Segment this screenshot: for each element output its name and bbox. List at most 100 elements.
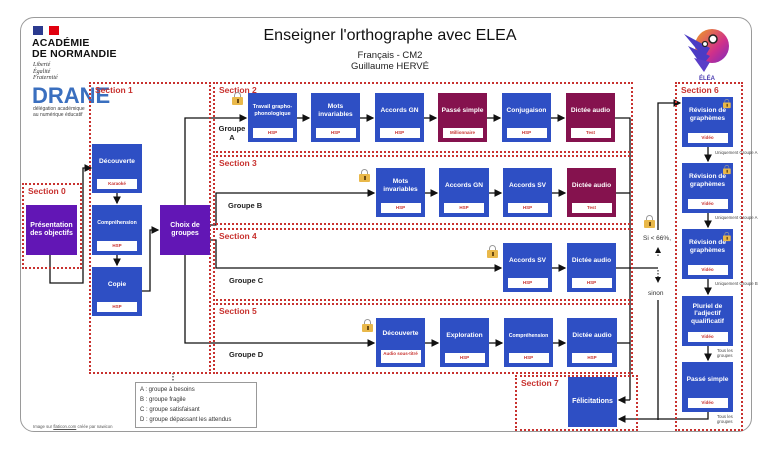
section-2: Section 2	[213, 82, 633, 153]
node-choix-de-groupes[interactable]: Choix de groupes	[160, 205, 210, 255]
node-passe-simple-eval[interactable]: Passé simple Millionnaire	[438, 93, 487, 142]
node-tag: HSP	[506, 128, 547, 138]
drane-subtitle-line-2: au numérique éducatif	[33, 112, 83, 118]
node-title: Dictée audio	[572, 331, 612, 339]
lock-icon	[644, 215, 655, 228]
node-tag: Vidéo	[687, 133, 728, 143]
node-comprehension-d[interactable]: Compréhension HSP	[504, 318, 553, 367]
node-tag: Millionnaire	[442, 128, 483, 138]
node-title: Accords GN	[444, 181, 484, 189]
node-title: Félicitations	[572, 398, 613, 405]
section-5-label: Section 5	[219, 306, 257, 316]
node-presentation-objectifs[interactable]: Présentation des objectifs	[26, 205, 77, 255]
node-conjugaison[interactable]: Conjugaison HSP	[502, 93, 551, 142]
section-6-label: Section 6	[681, 85, 719, 95]
lock-icon	[362, 319, 373, 332]
node-tag: Test	[570, 128, 611, 138]
node-tag: HSP	[444, 353, 485, 363]
node-dictee-audio-a[interactable]: Dictée audio Test	[566, 93, 615, 142]
academie-line-1: ACADÉMIE	[32, 37, 90, 49]
node-title: Présentation des objectifs	[30, 222, 73, 237]
group-d-label: Groupe D	[229, 350, 264, 359]
node-copie[interactable]: Copie HSP	[92, 267, 142, 316]
lock-icon	[723, 165, 731, 175]
node-tag: Vidéo	[687, 332, 728, 342]
node-decouverte[interactable]: Découverte Karaoké	[92, 144, 142, 193]
elea-logo-text: ÉLÉA	[698, 76, 715, 82]
author-name: Guillaume HERVÉ	[351, 61, 429, 72]
section-1-label: Section 1	[95, 85, 133, 95]
diagram-card	[20, 17, 752, 432]
group-legend: A : groupe à besoins B : groupe fragile …	[135, 382, 257, 428]
lock-icon	[232, 92, 243, 105]
section-7: Section 7	[515, 375, 638, 431]
section-7-label: Section 7	[521, 378, 559, 388]
node-accords-gn-b[interactable]: Accords GN HSP	[439, 168, 489, 217]
condition-if-label: Si < 66%,	[643, 235, 672, 242]
node-tag: HSP	[507, 278, 548, 288]
node-condition-note: Tous les groupes	[717, 414, 733, 424]
node-title: Travail grapho-phonologique	[252, 104, 293, 117]
section-5: Section 5	[213, 303, 633, 374]
group-label-text: Groupe A	[218, 124, 246, 142]
flaticon-link[interactable]: flaticon.com	[53, 424, 77, 429]
node-title: Compréhension	[508, 332, 549, 339]
node-accords-gn[interactable]: Accords GN HSP	[375, 93, 424, 142]
node-accords-sv-c[interactable]: Accords SV HSP	[503, 243, 552, 292]
lock-icon	[723, 232, 731, 242]
node-felicitations[interactable]: Félicitations	[568, 377, 617, 427]
node-tag: HSP	[508, 353, 549, 363]
node-passe-simple-video[interactable]: Passé simple Vidéo	[682, 362, 733, 412]
node-tag: Audio sous-titré	[380, 350, 421, 363]
motto-egalite: Égalité	[33, 68, 51, 75]
node-title: Pluriel de l'adjectif qualificatif	[691, 302, 724, 325]
node-title: Découverte	[99, 157, 135, 165]
node-tag: HSP	[252, 128, 293, 138]
node-title: Découverte	[382, 330, 419, 337]
node-travail-grapho-phonologique[interactable]: Travail grapho-phonologique HSP	[248, 93, 297, 142]
node-accords-sv-b[interactable]: Accords SV HSP	[503, 168, 552, 217]
motto-fraternite: Fraternité	[33, 75, 58, 81]
node-dictee-audio-c[interactable]: Dictée audio HSP	[567, 243, 616, 292]
node-title: Accords SV	[508, 181, 546, 189]
arrow-section6-to-felicitations	[617, 412, 709, 423]
group-a-label: Groupe A	[217, 124, 247, 142]
node-tag: HSP	[379, 128, 420, 138]
section-6: Section 6	[675, 82, 743, 431]
arrow-choix-to-groupe-d	[184, 255, 376, 347]
section-0-label: Section 0	[28, 186, 66, 196]
node-decouverte-d[interactable]: Découverte Audio sous-titré	[376, 318, 425, 367]
legend-item-b: B : groupe fragile	[140, 397, 186, 403]
elea-bird-logo-icon	[684, 29, 729, 72]
node-pluriel-adjectif[interactable]: Pluriel de l'adjectif qualificatif Vidéo	[682, 296, 733, 346]
lock-icon	[359, 169, 370, 182]
node-tag: HSP	[507, 203, 548, 213]
drane-subtitle: délégation académique au numérique éduca…	[33, 106, 85, 118]
academie-name: ACADÉMIE DE NORMANDIE	[32, 38, 117, 60]
subject-level: Français - CM2	[357, 50, 423, 61]
node-condition-note: Uniquement Groupe A	[715, 150, 758, 155]
academie-line-2: DE NORMANDIE	[32, 48, 117, 60]
node-tag: HSP	[97, 241, 137, 251]
lock-icon	[723, 99, 731, 109]
node-title: Exploration	[446, 331, 483, 339]
node-tag: HSP	[444, 203, 484, 213]
section-3-label: Section 3	[219, 158, 257, 168]
node-tag: Karaoké	[97, 179, 137, 189]
node-dictee-audio-b[interactable]: Dictée audio Test	[567, 168, 616, 217]
node-title: Mots invariables	[318, 102, 353, 118]
node-dictee-audio-d[interactable]: Dictée audio HSP	[567, 318, 617, 367]
legend-item-a: A : groupe à besoins	[140, 387, 195, 393]
node-exploration-d[interactable]: Exploration HSP	[440, 318, 489, 367]
node-title: Passé simple	[441, 106, 484, 114]
node-comprehension[interactable]: Compréhension HSP	[92, 205, 142, 255]
node-mots-invariables-b[interactable]: Mots invariables HSP	[376, 168, 425, 217]
node-title: Passé simple	[686, 376, 729, 383]
node-condition-note: Uniquement Groupe B	[715, 281, 758, 286]
node-mots-invariables[interactable]: Mots invariables HSP	[311, 93, 360, 142]
image-credit: Image sur flaticon.com créée par nawicon	[33, 424, 113, 429]
group-b-label: Groupe B	[228, 201, 263, 210]
node-tag: Vidéo	[687, 398, 728, 408]
arrow-choix-to-groupe-a	[184, 114, 248, 205]
